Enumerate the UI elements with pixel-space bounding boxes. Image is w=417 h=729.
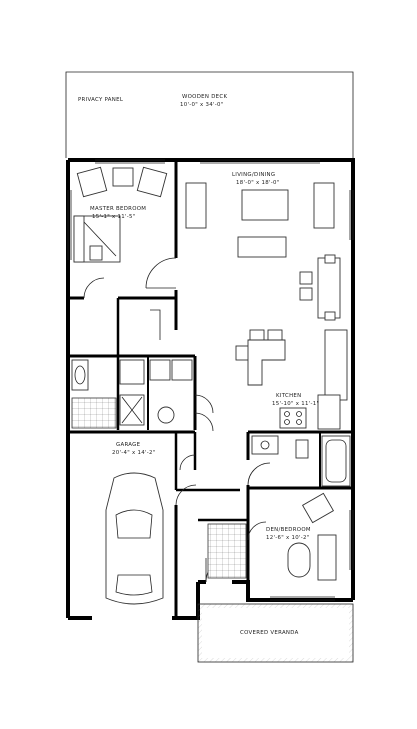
car-icon <box>105 472 164 605</box>
living-furniture <box>185 182 341 321</box>
living-dining-label: LIVING/DINING <box>232 172 275 178</box>
interior-walls <box>68 160 353 618</box>
den-bedroom-dimensions: 12'-6" x 10'-2" <box>266 535 310 541</box>
master-bedroom-furniture <box>73 166 168 263</box>
kitchen-label: KITCHEN <box>276 393 301 399</box>
wooden-deck-dimensions: 10'-0" x 34'-0" <box>180 102 224 108</box>
master-bedroom-dimensions: 15'-1" x 11'-5" <box>92 214 136 220</box>
covered-veranda <box>197 603 354 663</box>
windows <box>67 159 354 601</box>
covered-veranda-label: COVERED VERANDA <box>240 630 299 636</box>
wooden-deck-label: WOODEN DECK <box>182 94 227 100</box>
bath-fixtures <box>71 359 193 429</box>
kitchen-dimensions: 15'-10" x 11'-1" <box>272 401 319 407</box>
den-furniture <box>287 492 337 581</box>
wooden-deck <box>65 71 354 158</box>
living-dining-dimensions: 18'-0" x 18'-0" <box>236 180 280 186</box>
garage-label: GARAGE <box>116 442 141 448</box>
master-bedroom-label: MASTER BEDROOM <box>90 206 146 212</box>
kitchen-fixtures <box>235 329 348 430</box>
garage-dimensions: 20'-4" x 14'-2" <box>112 450 156 456</box>
foyer-tile <box>207 523 247 579</box>
privacy-panel-label: PRIVACY PANEL <box>78 97 123 103</box>
den-bedroom-label: DEN/BEDROOM <box>266 527 311 533</box>
main-bath-fixtures <box>251 435 351 487</box>
